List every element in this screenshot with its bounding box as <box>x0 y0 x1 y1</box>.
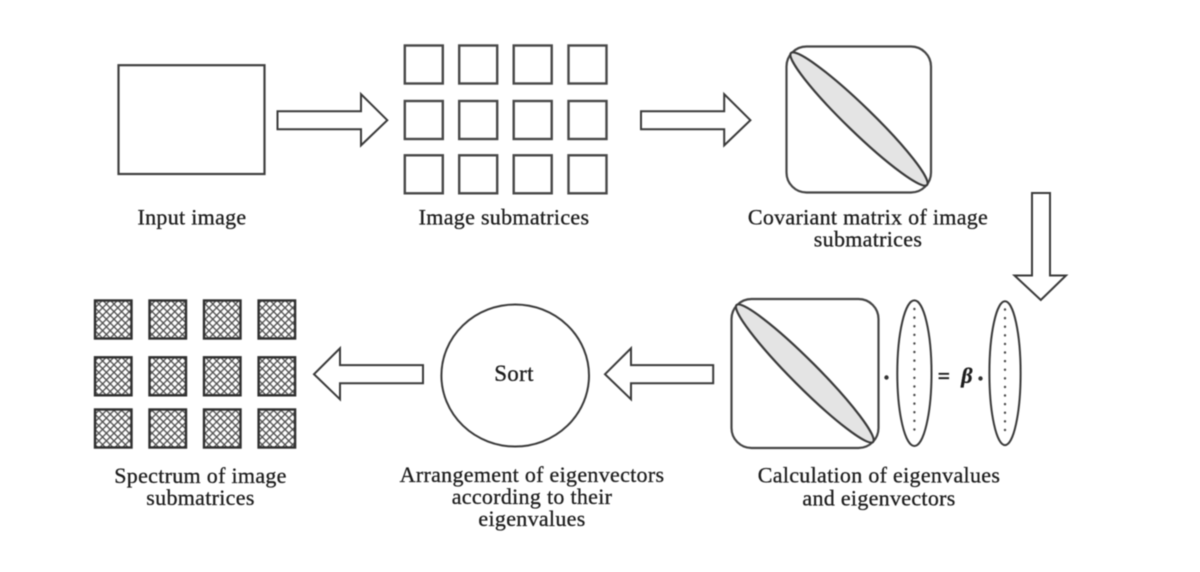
svg-text:Image submatrices: Image submatrices <box>419 205 590 230</box>
svg-text:and eigenvectors: and eigenvectors <box>802 486 955 511</box>
svg-text:β: β <box>960 363 973 388</box>
svg-text:Calculation of eigenvalues: Calculation of eigenvalues <box>758 463 1000 488</box>
svg-text:Arrangement of eigenvectors: Arrangement of eigenvectors <box>400 462 665 487</box>
svg-text:according to their: according to their <box>452 484 613 509</box>
svg-text:Input image: Input image <box>138 205 247 230</box>
svg-text:Covariant matrix of image: Covariant matrix of image <box>748 205 988 230</box>
svg-text:submatrices: submatrices <box>814 227 922 252</box>
svg-text:submatrices: submatrices <box>146 485 254 510</box>
svg-text:Spectrum of image: Spectrum of image <box>114 463 287 488</box>
svg-text:=: = <box>938 363 951 388</box>
svg-text:eigenvalues: eigenvalues <box>478 506 585 531</box>
svg-text:Sort: Sort <box>494 361 534 386</box>
